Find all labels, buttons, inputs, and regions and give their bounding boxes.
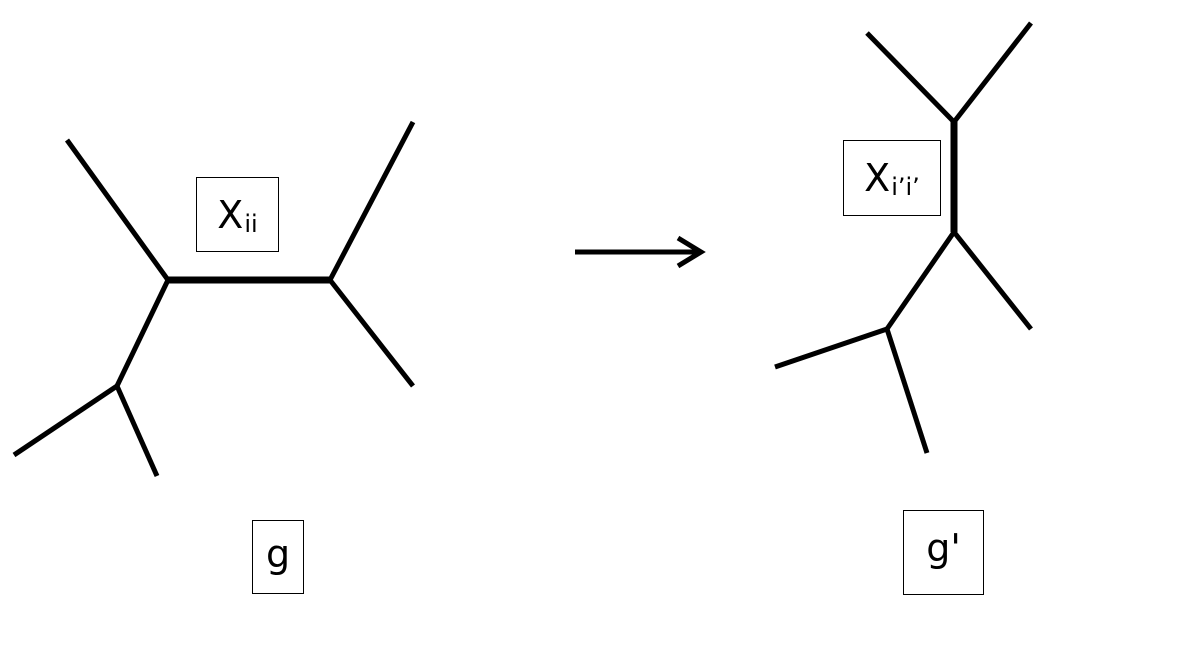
edge-label-subscript-right: i’i’ <box>891 173 920 201</box>
edge-label-subscript-left: ii <box>244 209 258 238</box>
tree-g-leaf-edge <box>328 278 415 388</box>
tree-g-leaf-edge <box>327 120 416 282</box>
tree-label-left: g <box>265 532 291 576</box>
tree-g-prime-leaf-edge <box>884 328 930 454</box>
tree-g-leaf-edge <box>64 138 171 282</box>
tree-g-prime-leaf-edge <box>952 230 1033 331</box>
arrow-head <box>676 235 706 269</box>
tree-label-box-left: g <box>252 520 304 594</box>
tree-g-prime-leaf-edge <box>865 31 956 124</box>
tree-label-right: g' <box>926 525 961 570</box>
transformation-arrow <box>575 235 706 269</box>
edge-label-main-left: X <box>217 192 244 237</box>
tree-g-internal-edge <box>114 278 171 388</box>
tree-g-prime <box>774 21 1033 454</box>
tree-g-leaf-edge <box>114 384 160 478</box>
tree-g-prime-internal-edge <box>884 230 957 331</box>
edge-label-main-right: X <box>864 156 891 200</box>
tree-label-box-right: g' <box>903 510 984 595</box>
tree-g-prime-leaf-edge <box>952 21 1033 124</box>
tree-g-prime-leaf-edge <box>774 326 888 370</box>
tree-g <box>12 120 416 478</box>
tree-g-leaf-edge <box>12 383 119 458</box>
